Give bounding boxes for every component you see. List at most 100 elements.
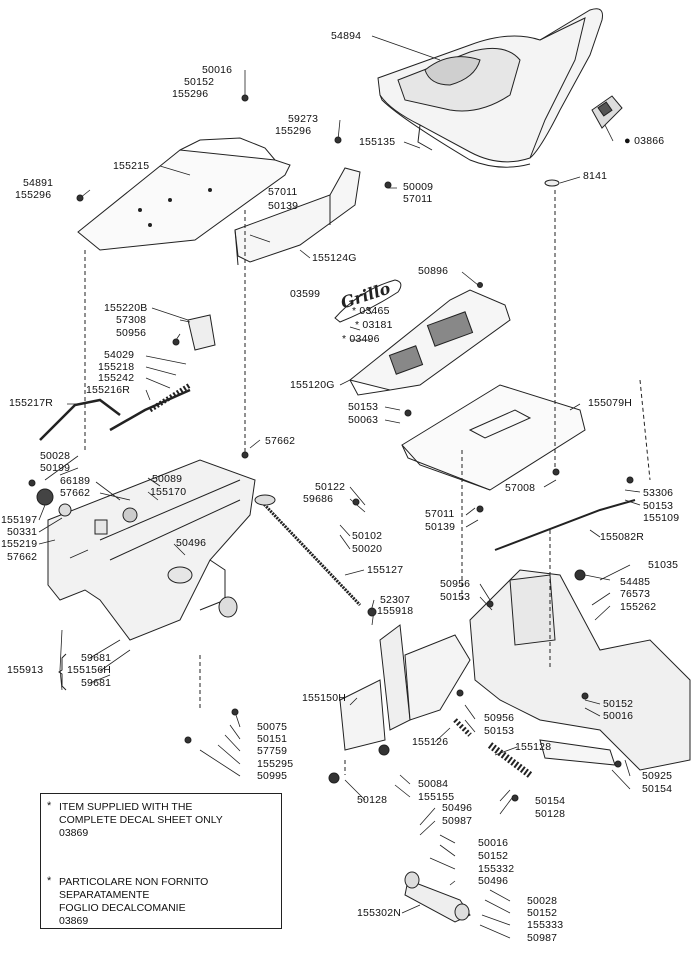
- note-it-line3: FOGLIO DECALCOMANIE: [59, 902, 186, 914]
- group-bracket-155913: [58, 653, 67, 691]
- label-54894: 54894: [331, 30, 362, 42]
- label-03496-text: 03496: [349, 333, 380, 345]
- label-155332: 155332: [478, 863, 515, 875]
- label-59681: 59681: [81, 677, 112, 689]
- legend-note-box: * ITEM SUPPLIED WITH THE COMPLETE DECAL …: [40, 793, 282, 929]
- label-76573: 76573: [620, 588, 651, 600]
- spacer-155156H-drawing: [218, 596, 238, 618]
- label-57008: 57008: [505, 482, 536, 494]
- label-50016: 50016: [202, 64, 233, 76]
- plate-155215-drawing: [77, 137, 291, 251]
- label-155220B: 155220B: [104, 302, 148, 314]
- label-57011: 57011: [268, 186, 298, 198]
- label-57759: 57759: [257, 745, 288, 757]
- label-50153: 50153: [348, 401, 379, 413]
- label-50496: 50496: [442, 802, 473, 814]
- label-155109: 155109: [643, 512, 680, 524]
- label-155296: 155296: [15, 189, 52, 201]
- star-marker: *: [355, 319, 360, 331]
- label-155155: 155155: [418, 791, 455, 803]
- star-marker: *: [47, 875, 52, 887]
- label-8141: 8141: [583, 170, 608, 182]
- label-03181-text: 03181: [362, 319, 393, 331]
- spring-155128-drawing: [487, 742, 533, 778]
- note-en-line2: COMPLETE DECAL SHEET ONLY: [59, 814, 223, 826]
- label-54891: 54891: [23, 177, 54, 189]
- label-155197: 155197: [1, 514, 38, 526]
- label-50995: 50995: [257, 770, 288, 782]
- label-155217R: 155217R: [9, 397, 54, 409]
- bracket-155150H-drawing: [339, 624, 471, 751]
- label-53306: 53306: [643, 487, 674, 499]
- label-50331: 50331: [7, 526, 38, 538]
- label-54029: 54029: [104, 349, 135, 361]
- note-en-line1: ITEM SUPPLIED WITH THE: [59, 801, 193, 813]
- label-50925: 50925: [642, 770, 673, 782]
- label-50496: 50496: [478, 875, 509, 887]
- label-50154: 50154: [642, 783, 673, 795]
- label-155135: 155135: [359, 136, 396, 148]
- label-50063: 50063: [348, 414, 379, 426]
- label-50139: 50139: [268, 200, 299, 212]
- label-155126: 155126: [412, 736, 449, 748]
- washer-drawing: [544, 179, 560, 187]
- spring-155126-drawing: [453, 718, 472, 737]
- label-155219: 155219: [1, 538, 38, 550]
- label-155124G: 155124G: [312, 252, 357, 264]
- label-03866: ● 03866: [624, 135, 665, 147]
- label-155295: 155295: [257, 758, 294, 770]
- label-50084: 50084: [418, 778, 449, 790]
- bracket-155220B-drawing: [187, 314, 216, 351]
- lever-155082R-drawing: [494, 499, 636, 551]
- label-155127: 155127: [367, 564, 404, 576]
- label-50987: 50987: [442, 815, 473, 827]
- rod-155217R-drawing: [39, 398, 121, 441]
- label-50153: 50153: [440, 591, 471, 603]
- label-155296: 155296: [275, 125, 312, 137]
- label-50016: 50016: [603, 710, 634, 722]
- label-155120G: 155120G: [290, 379, 335, 391]
- label-66189: 66189: [60, 475, 91, 487]
- label-52307: 52307: [380, 594, 411, 606]
- label-50020: 50020: [352, 543, 383, 555]
- label-54485: 54485: [620, 576, 651, 588]
- note-it-line4: 03869: [59, 915, 89, 927]
- label-57662: 57662: [7, 551, 38, 563]
- label-155333: 155333: [527, 919, 564, 931]
- label-50151: 50151: [257, 733, 288, 745]
- label-50152: 50152: [478, 850, 509, 862]
- guide-lines-drawing: [84, 190, 651, 775]
- label-57662: 57662: [265, 435, 296, 447]
- label-50956: 50956: [484, 712, 515, 724]
- label-51035: 51035: [648, 559, 679, 571]
- bracket-155124G-drawing: [234, 167, 361, 266]
- label-50075: 50075: [257, 721, 288, 733]
- label-50496: 50496: [176, 537, 207, 549]
- label-50009: 50009: [403, 181, 434, 193]
- label-50128: 50128: [535, 808, 566, 820]
- star-marker: *: [342, 333, 347, 345]
- panel-155120G-drawing: [348, 289, 511, 396]
- label-155302N: 155302N: [357, 907, 402, 919]
- label-03496: * 03496: [342, 334, 380, 345]
- label-59273: 59273: [288, 113, 319, 125]
- label-50139: 50139: [425, 521, 456, 533]
- label-59686: 59686: [303, 493, 334, 505]
- label-155218: 155218: [98, 361, 135, 373]
- label-155079H: 155079H: [588, 397, 633, 409]
- label-50016: 50016: [478, 837, 509, 849]
- bearing-155197-drawing: [36, 488, 54, 506]
- label-155918: 155918: [377, 605, 414, 617]
- label-155216R: 155216R: [86, 384, 131, 396]
- label-59681: 59681: [81, 652, 112, 664]
- label-57011: 57011: [425, 508, 455, 520]
- washer-50331-drawing: [58, 503, 72, 517]
- label-50956: 50956: [116, 327, 147, 339]
- label-03465: * 03465: [352, 306, 390, 317]
- label-57011: 57011: [403, 193, 433, 205]
- label-50152: 50152: [184, 76, 215, 88]
- label-155242: 155242: [98, 372, 135, 384]
- knob-66189-drawing: [122, 507, 138, 523]
- note-it-line2: SEPARATAMENTE: [59, 889, 150, 901]
